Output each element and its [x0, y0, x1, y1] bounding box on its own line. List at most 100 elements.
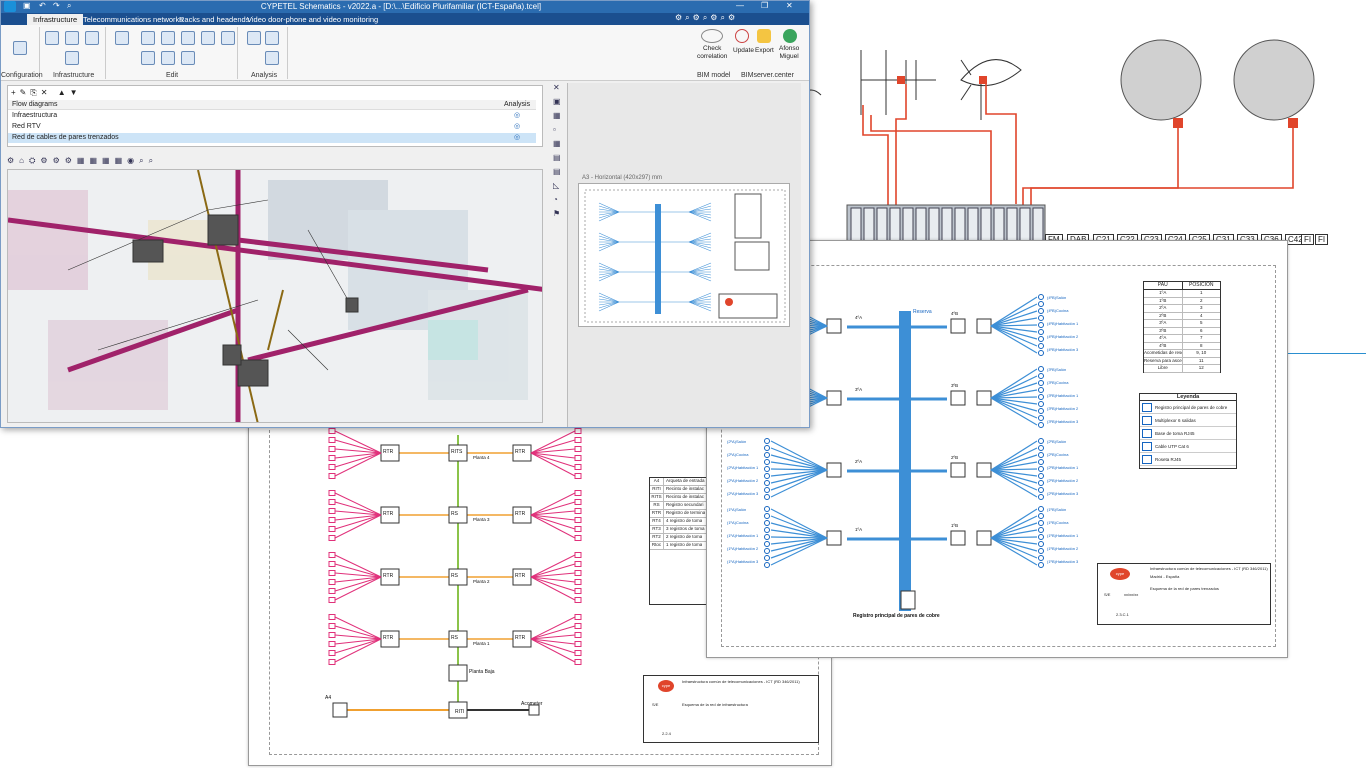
maximize-button[interactable]: ❐	[761, 1, 769, 10]
user-avatar[interactable]	[783, 29, 797, 43]
move-button[interactable]	[181, 31, 195, 45]
thumb-line	[688, 295, 712, 303]
undo-icon[interactable]: ↶	[39, 1, 46, 10]
tool-icon[interactable]: ▦	[553, 111, 561, 120]
user-name[interactable]: Afonso Miguel	[779, 45, 800, 60]
floor-label: 1ºB	[951, 523, 959, 528]
node-label: RTR	[383, 511, 394, 517]
minimize-button[interactable]: —	[736, 1, 744, 10]
list-item[interactable]: Infraestructura ◎	[8, 111, 536, 121]
list-header: Flow diagrams Analysis	[8, 100, 536, 110]
thumb-line	[598, 205, 620, 213]
tab-telecommunications-networks[interactable]: Telecommunications networks	[83, 15, 184, 24]
thumb-line	[598, 265, 620, 273]
cable-line	[770, 469, 828, 491]
outlet-symbol	[764, 494, 770, 500]
edit-button-1[interactable]	[115, 31, 129, 45]
cable-line	[334, 554, 382, 578]
check-correlation-icon[interactable]	[701, 29, 723, 43]
outlet-symbol	[1038, 494, 1044, 500]
cable-line	[990, 461, 1038, 471]
rs-box	[448, 630, 468, 648]
floor-label: Planta 3	[473, 517, 490, 522]
save-icon[interactable]: ▣	[23, 1, 31, 10]
sheet-thumbnail[interactable]	[578, 183, 790, 327]
configuration-button[interactable]	[13, 41, 27, 55]
cable-line	[334, 510, 382, 516]
list-item-label: Infraestructura	[12, 112, 58, 119]
rs-box	[448, 444, 468, 462]
edit-button-8[interactable]	[161, 51, 175, 65]
pau-cell: Reserva para ascensor	[1144, 357, 1183, 364]
edit-button-2[interactable]	[141, 31, 155, 45]
room-label: (2ºA)Cocina	[727, 452, 749, 457]
export-icon[interactable]	[757, 29, 771, 43]
outlet-symbol	[328, 428, 336, 434]
tool-icon[interactable]: ✕	[553, 83, 560, 92]
analysis-button-3[interactable]	[265, 51, 279, 65]
close-button[interactable]: ✕	[786, 1, 793, 10]
tool-icon[interactable]: ◺	[553, 181, 560, 190]
cable-line	[530, 452, 576, 468]
3d-model-view[interactable]	[7, 169, 543, 423]
edit-button-7[interactable]	[141, 51, 155, 65]
edit-button-5[interactable]	[201, 31, 215, 45]
analysis-icon[interactable]: ◎	[514, 123, 521, 130]
cable-line	[770, 536, 828, 539]
node-label: RTR	[515, 511, 526, 517]
edit-button-3[interactable]	[161, 31, 175, 45]
cable-line	[334, 452, 382, 477]
room-label: (2ºB)Salón	[1047, 439, 1067, 444]
tool-icon[interactable]: ▤	[553, 153, 561, 162]
side-tools[interactable]: ✕ ▣ ▦ ▫ ▦ ▤ ▤ ◺ ◔ ⚑	[553, 83, 567, 218]
infrastructure-button-1[interactable]	[45, 31, 59, 45]
outlet-symbol	[328, 579, 336, 585]
tab-infrastructure[interactable]: Infrastructure	[27, 14, 84, 25]
check-correlation-button[interactable]: Check correlation	[697, 45, 728, 60]
tab-racks-and-headends[interactable]: Racks and headends	[179, 15, 250, 24]
analysis-icon[interactable]: ◎	[514, 134, 521, 141]
cype-logo: cype	[1110, 568, 1130, 580]
outlet-symbol	[574, 455, 582, 461]
redo-icon[interactable]: ↷	[53, 1, 60, 10]
quick-icons[interactable]: ⚙⌕⚙⌕⚙⌕⚙	[675, 13, 739, 22]
cable-line	[990, 536, 1038, 539]
analysis-button-2[interactable]	[265, 31, 279, 45]
list-toolbar[interactable]: +✎⎘✕ ▲▼	[11, 88, 82, 97]
cable-line	[990, 382, 1038, 399]
room-label: (2ºA)Habitación 2	[727, 478, 759, 483]
legend-code: RTR	[650, 510, 664, 517]
tool-icon[interactable]: ▫	[553, 125, 556, 134]
search-icon[interactable]: ⌕	[67, 1, 72, 10]
cable-line	[990, 454, 1038, 471]
update-icon[interactable]	[735, 29, 749, 43]
tool-icon[interactable]: ▣	[553, 97, 561, 106]
infrastructure-button-3[interactable]	[85, 31, 99, 45]
edit-button-6[interactable]	[221, 31, 235, 45]
app-icon[interactable]	[4, 1, 16, 12]
tool-icon[interactable]: ▤	[553, 167, 561, 176]
room-label: (2ºA)Habitación 1	[727, 465, 759, 470]
analysis-button-1[interactable]	[247, 31, 261, 45]
view-tools[interactable]: ⚙⌂⛭⚙⚙⚙▦▦▦▦◉⌕⌕	[7, 156, 159, 165]
list-item-selected[interactable]: Red de cables de pares trenzados◎	[8, 133, 536, 143]
list-item[interactable]: Red RTV◎	[8, 122, 536, 132]
tool-icon[interactable]: ▦	[553, 139, 561, 148]
cable-line	[334, 514, 382, 521]
app-window: ▣ ↶ ↷ ⌕ CYPETEL Schematics - v2022.a - […	[0, 0, 810, 428]
tool-icon[interactable]: ◔	[553, 195, 558, 204]
node-label: RTR	[515, 635, 526, 641]
tool-icon[interactable]: ⚑	[553, 209, 561, 218]
infrastructure-button-2[interactable]	[65, 31, 79, 45]
infrastructure-button-4[interactable]	[65, 51, 79, 65]
export-button[interactable]: Export	[755, 47, 774, 54]
cable-line	[334, 492, 382, 516]
cable-line	[770, 469, 828, 477]
update-button[interactable]: Update	[733, 47, 754, 54]
cable-line	[990, 397, 1038, 405]
analysis-icon[interactable]: ◎	[514, 112, 521, 119]
pau-cell: 3ºA	[1144, 320, 1183, 327]
rotate-button[interactable]	[181, 51, 195, 65]
tab-video-door-phone[interactable]: Video door-phone and video monitoring	[247, 15, 379, 24]
